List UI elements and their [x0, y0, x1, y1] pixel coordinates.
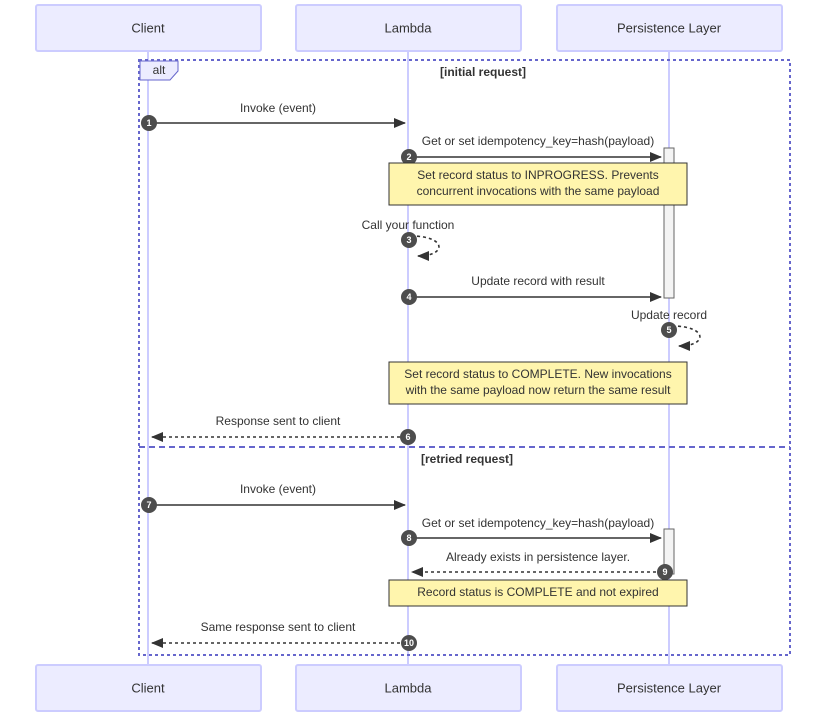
alt-condition-initial: [initial request] — [440, 65, 526, 79]
alt-tab — [139, 60, 179, 81]
message-7-badge — [141, 497, 157, 513]
message-3: Call your function 3 — [362, 218, 455, 261]
message-1: Invoke (event) 1 — [141, 101, 406, 131]
note-complete: Set record status to COMPLETE. New invoc… — [388, 361, 688, 405]
note-record-complete-line-1: Record status is COMPLETE and not expire… — [417, 585, 658, 599]
actor-persistence-top[interactable]: Persistence Layer — [556, 4, 783, 52]
message-1-number: 1 — [146, 118, 151, 128]
message-2-label: Get or set idempotency_key=hash(payload) — [422, 134, 654, 148]
note-record-complete-box — [388, 579, 688, 607]
message-5-label: Update record — [631, 308, 707, 322]
note-complete-line-1: Set record status to COMPLETE. New invoc… — [404, 367, 671, 381]
actor-box-client-bottom[interactable] — [35, 664, 262, 712]
actor-label-persistence-top: Persistence Layer — [617, 20, 722, 35]
message-6-badge — [400, 429, 416, 445]
message-9-badge — [657, 564, 673, 580]
message-10-badge — [401, 635, 417, 651]
message-10-number: 10 — [404, 638, 414, 648]
actor-label-client-bottom: Client — [131, 680, 165, 695]
note-inprogress-line-2: concurrent invocations with the same pay… — [417, 184, 660, 198]
message-3-badge — [401, 232, 417, 248]
message-9: Already exists in persistence layer. 9 — [411, 550, 673, 580]
message-5-badge — [661, 322, 677, 338]
message-8-label: Get or set idempotency_key=hash(payload) — [422, 516, 654, 530]
message-7-label: Invoke (event) — [240, 482, 316, 496]
alt-frame — [138, 59, 791, 656]
message-9-label: Already exists in persistence layer. — [446, 550, 630, 564]
alt-condition-retried: [retried request] — [421, 452, 513, 466]
message-7-number: 7 — [146, 500, 151, 510]
message-2-number: 2 — [406, 152, 411, 162]
actor-lambda-bottom[interactable]: Lambda — [295, 664, 522, 712]
actor-client-bottom[interactable]: Client — [35, 664, 262, 712]
activation-persistence-1 — [663, 147, 675, 299]
message-1-badge — [141, 115, 157, 131]
message-5-number: 5 — [666, 325, 671, 335]
message-6-label: Response sent to client — [216, 414, 341, 428]
message-10: Same response sent to client 10 — [151, 620, 417, 651]
actor-box-persistence-top[interactable] — [556, 4, 783, 52]
note-complete-box — [388, 361, 688, 405]
actor-client-top[interactable]: Client — [35, 4, 262, 52]
actor-box-lambda-bottom[interactable] — [295, 664, 522, 712]
note-inprogress: Set record status to INPROGRESS. Prevent… — [388, 162, 688, 206]
message-3-label: Call your function — [362, 218, 455, 232]
message-4-label: Update record with result — [471, 274, 605, 288]
message-4-number: 4 — [406, 292, 411, 302]
actor-box-client-top[interactable] — [35, 4, 262, 52]
actor-box-lambda-top[interactable] — [295, 4, 522, 52]
message-5-arrow — [671, 325, 701, 351]
message-9-number: 9 — [662, 567, 667, 577]
message-2-badge — [401, 149, 417, 165]
actor-label-client-top: Client — [131, 20, 165, 35]
message-3-number: 3 — [406, 235, 411, 245]
note-complete-line-2: with the same payload now return the sam… — [405, 383, 671, 397]
message-5: Update record 5 — [631, 308, 707, 351]
message-6-number: 6 — [405, 432, 410, 442]
message-6: Response sent to client 6 — [151, 414, 416, 445]
message-1-label: Invoke (event) — [240, 101, 316, 115]
actor-lambda-top[interactable]: Lambda — [295, 4, 522, 52]
actor-label-lambda-bottom: Lambda — [385, 680, 433, 695]
message-7: Invoke (event) 7 — [141, 482, 406, 513]
actor-persistence-bottom[interactable]: Persistence Layer — [556, 664, 783, 712]
message-8-number: 8 — [406, 533, 411, 543]
note-inprogress-box — [388, 162, 688, 206]
actor-label-persistence-bottom: Persistence Layer — [617, 680, 722, 695]
message-4-badge — [401, 289, 417, 305]
message-10-label: Same response sent to client — [201, 620, 356, 634]
actor-box-persistence-bottom[interactable] — [556, 664, 783, 712]
note-record-complete: Record status is COMPLETE and not expire… — [388, 579, 688, 607]
message-4: Update record with result 4 — [401, 274, 662, 305]
note-inprogress-line-1: Set record status to INPROGRESS. Prevent… — [417, 168, 658, 182]
message-8: Get or set idempotency_key=hash(payload)… — [401, 516, 662, 546]
alt-tab-label: alt — [153, 63, 166, 77]
message-2: Get or set idempotency_key=hash(payload)… — [401, 134, 662, 165]
actor-label-lambda-top: Lambda — [385, 20, 433, 35]
message-8-badge — [401, 530, 417, 546]
message-3-arrow — [410, 235, 440, 261]
